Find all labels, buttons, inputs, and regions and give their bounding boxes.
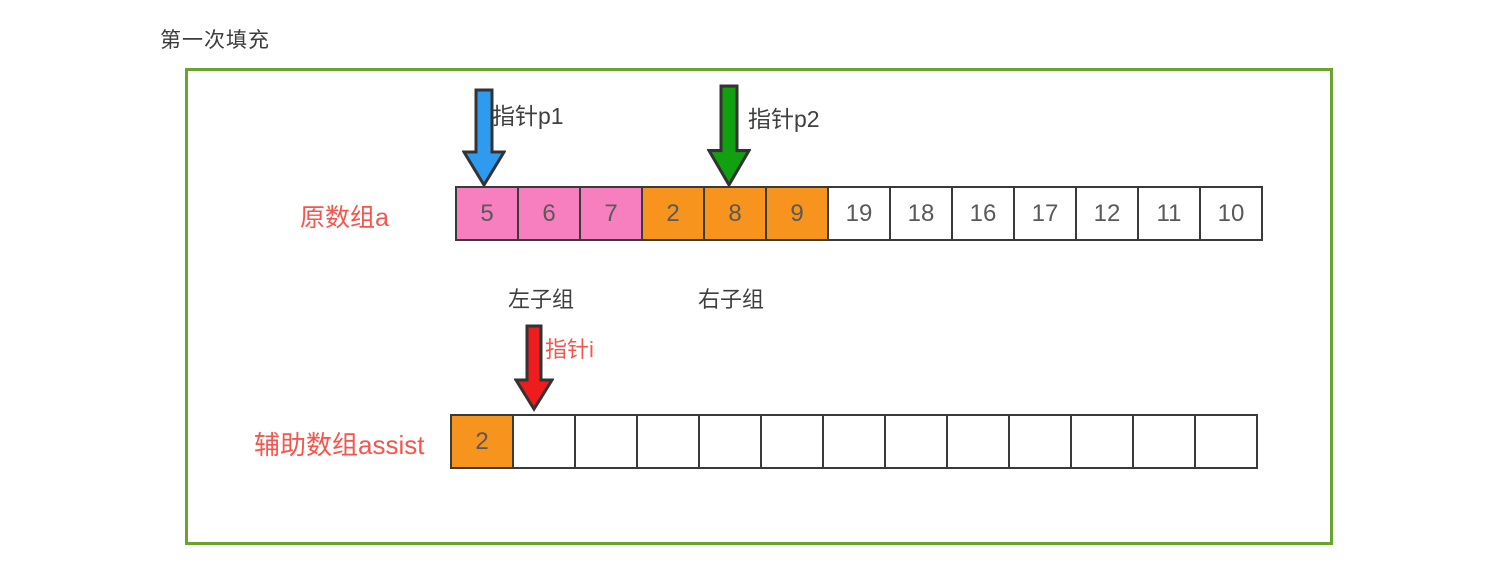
array-cell	[1194, 414, 1258, 469]
array-cell: 10	[1199, 186, 1263, 241]
pointer-p2-label: 指针p2	[748, 106, 820, 132]
array-cell	[698, 414, 762, 469]
page-title: 第一次填充	[160, 29, 270, 52]
left-subgroup-label: 左子组	[508, 287, 575, 312]
array-cell: 12	[1075, 186, 1139, 241]
array-cell: 9	[765, 186, 829, 241]
pointer-i-label: 指针i	[545, 337, 594, 362]
array-cell: 6	[517, 186, 581, 241]
array-cell: 7	[579, 186, 643, 241]
array-cell	[574, 414, 638, 469]
array-cell: 18	[889, 186, 953, 241]
array-cell: 8	[703, 186, 767, 241]
array-cell: 17	[1013, 186, 1077, 241]
assist-array: 2	[450, 414, 1258, 469]
array-cell: 19	[827, 186, 891, 241]
pointer-p1-arrow-icon	[462, 88, 506, 188]
array-cell	[1008, 414, 1072, 469]
pointer-i-arrow-icon	[514, 324, 554, 412]
array-cell	[822, 414, 886, 469]
array-cell: 2	[450, 414, 514, 469]
right-subgroup-label: 右子组	[698, 287, 765, 312]
pointer-p1-label: 指针p1	[492, 103, 564, 129]
array-cell	[760, 414, 824, 469]
original-array-label: 原数组a	[300, 204, 389, 232]
assist-array-label: 辅助数组assist	[254, 430, 425, 460]
array-cell	[884, 414, 948, 469]
array-cell: 2	[641, 186, 705, 241]
array-cell	[1132, 414, 1196, 469]
array-cell: 11	[1137, 186, 1201, 241]
array-cell: 5	[455, 186, 519, 241]
array-cell	[636, 414, 700, 469]
array-cell	[946, 414, 1010, 469]
array-cell	[1070, 414, 1134, 469]
array-cell: 16	[951, 186, 1015, 241]
pointer-p2-arrow-icon	[707, 84, 751, 188]
array-cell	[512, 414, 576, 469]
